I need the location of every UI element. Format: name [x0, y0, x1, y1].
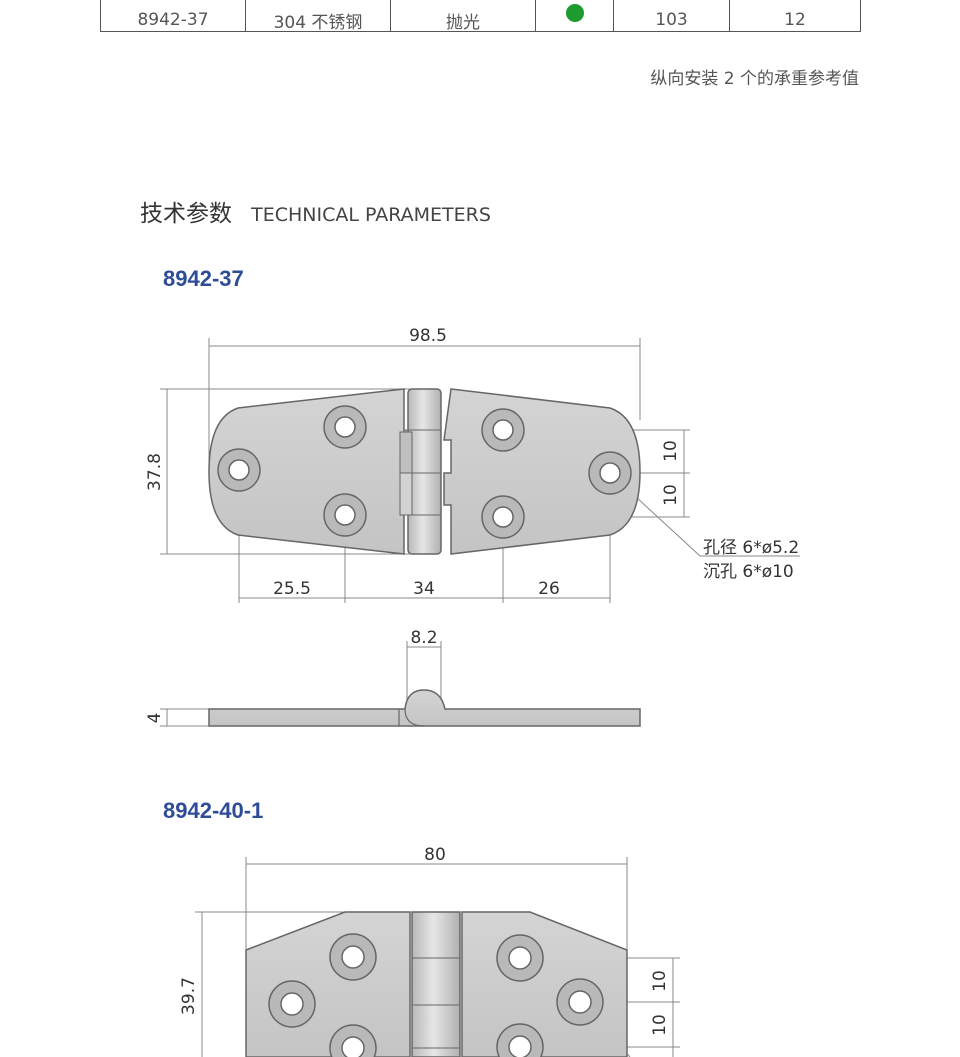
spec-table: 8942-37 304 不锈钢 抛光 103 12	[100, 0, 861, 33]
hinge-holes-2	[268, 933, 604, 1057]
dim-height-1: 37.8	[145, 453, 165, 491]
hinge-holes-1	[217, 405, 632, 539]
dim-height-2: 39.7	[179, 977, 199, 1015]
status-dot-icon	[565, 3, 584, 22]
dim-width-1: 98.5	[409, 326, 447, 346]
hinge-drawing-1: 98.5 37.8 10 10 25.5 34 26 孔径 6*ø5.2 沉孔 …	[145, 326, 800, 603]
hinge-leaf-right-icon	[461, 911, 628, 1057]
table-cell-status	[535, 0, 614, 32]
hinge-leaf-left-icon	[245, 911, 411, 1057]
dim-bottom-2: 34	[413, 579, 435, 599]
dim-bottom-3: 26	[538, 579, 560, 599]
model-label-2: 8942-40-1	[163, 798, 264, 823]
hole-note-2: 沉孔 6*ø10	[703, 562, 794, 582]
table-cell-model: 8942-37	[100, 0, 246, 32]
section-title-en: TECHNICAL PARAMETERS	[251, 204, 491, 226]
table-cell-material: 304 不锈钢	[245, 0, 391, 33]
dim-thickness: 4	[145, 713, 165, 724]
hinge-drawing-2: 80 39.7 10 10	[179, 845, 680, 1057]
dim-width-2: 80	[424, 845, 446, 865]
table-cell-value-2: 12	[729, 0, 861, 32]
dim-spacing-2b: 10	[650, 1014, 670, 1036]
hinge-profile-icon	[208, 689, 641, 727]
table-cell-finish: 抛光	[390, 0, 536, 33]
dim-spacing-1b: 10	[661, 484, 681, 506]
hinge-side-view: 8.2 4	[145, 628, 641, 727]
load-note: 纵向安装 2 个的承重参考值	[650, 69, 859, 89]
model-label-1: 8942-37	[163, 266, 244, 291]
section-title-cn: 技术参数	[140, 201, 232, 227]
hinge-knuckle-icon	[399, 388, 442, 555]
dim-knuckle: 8.2	[410, 628, 437, 648]
dim-spacing-2a: 10	[650, 970, 670, 992]
dim-bottom-1: 25.5	[273, 579, 311, 599]
hinge-knuckle-icon	[411, 911, 461, 1057]
hole-note-1: 孔径 6*ø5.2	[703, 538, 799, 558]
dim-spacing-1a: 10	[661, 440, 681, 462]
table-row: 8942-37 304 不锈钢 抛光 103 12	[100, 0, 861, 33]
section-title: 技术参数 TECHNICAL PARAMETERS	[140, 194, 491, 228]
